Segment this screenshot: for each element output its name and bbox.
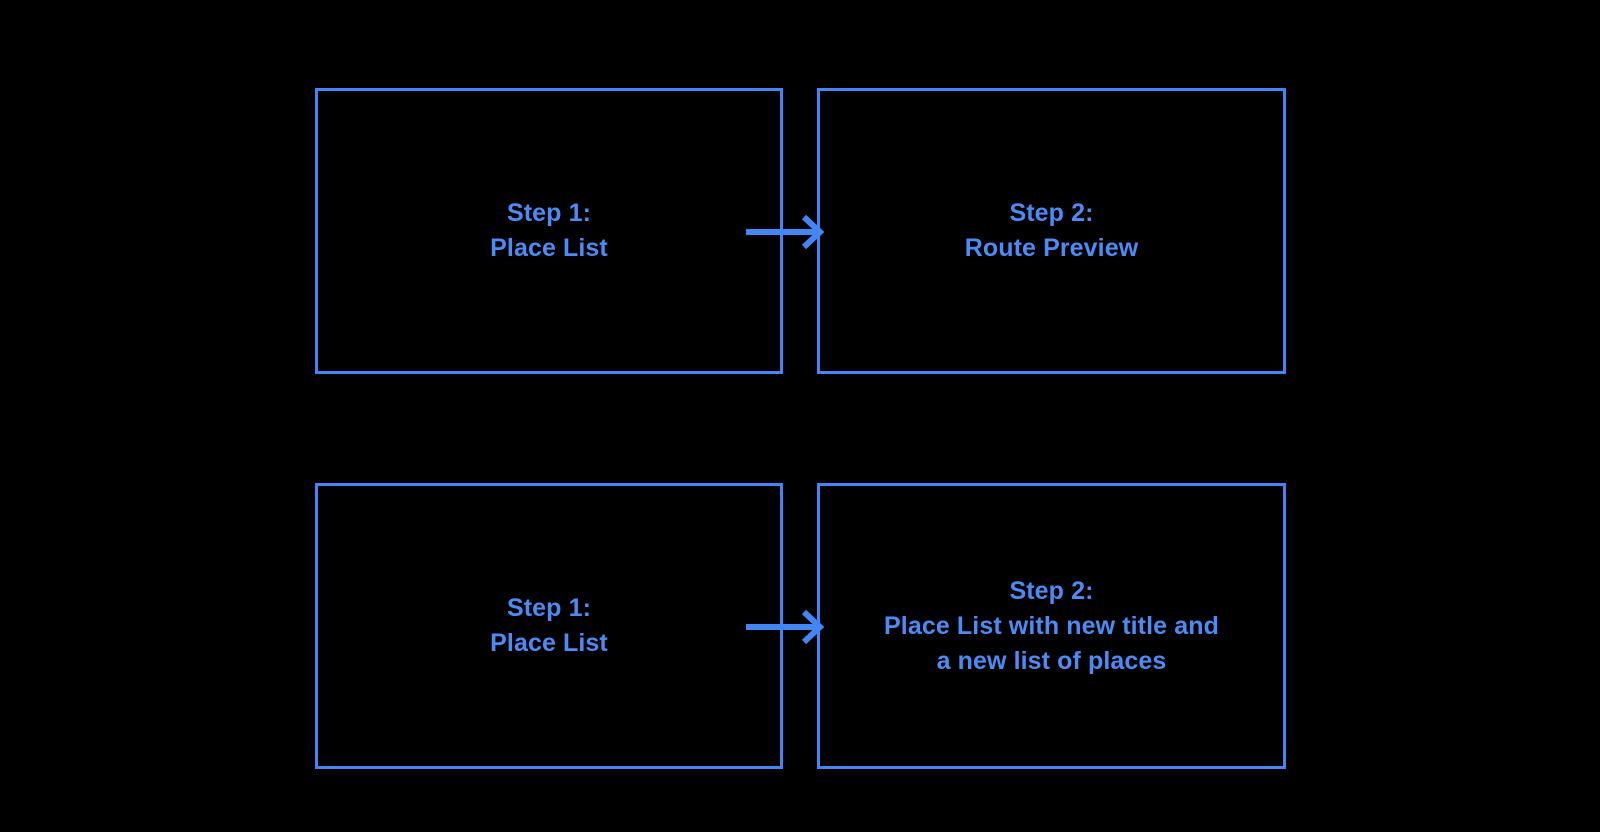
step-label-row1-step2: Step 2: Route Preview xyxy=(964,199,1139,262)
step-box-row1-step1[interactable]: Step 1: Place List xyxy=(315,88,783,374)
flow-row-2: Step 1: Place List Step 2: Place List wi… xyxy=(0,483,1600,773)
step-box-row2-step1[interactable]: Step 1: Place List xyxy=(315,483,783,769)
step-box-row1-step2[interactable]: Step 2: Route Preview xyxy=(817,88,1286,374)
step-label-row2-step2: Step 2: Place List with new title and a … xyxy=(884,576,1219,675)
step-label-row1-step1: Step 1: Place List xyxy=(490,199,608,262)
flow-row-1: Step 1: Place List Step 2: Route Preview xyxy=(0,88,1600,378)
step-box-row2-step2[interactable]: Step 2: Place List with new title and a … xyxy=(817,483,1286,769)
step-label-row2-step1: Step 1: Place List xyxy=(490,594,608,657)
